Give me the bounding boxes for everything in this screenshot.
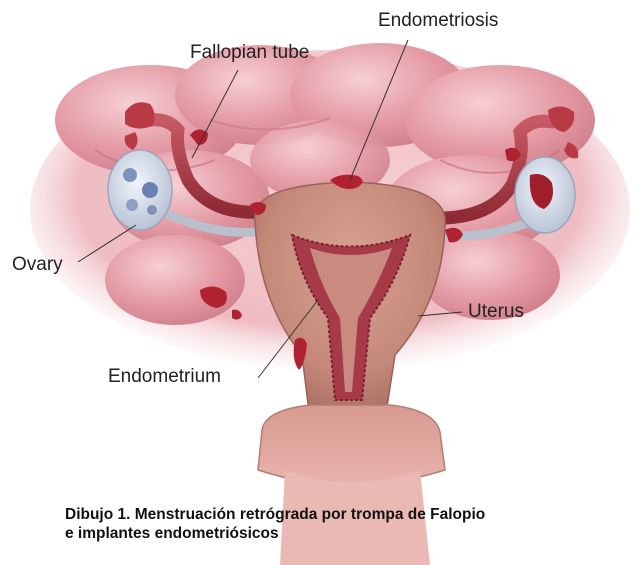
ovary-label: Ovary xyxy=(12,254,63,276)
endometrium-label: Endometrium xyxy=(108,366,221,388)
caption-line-2: e implantes endometriósicos xyxy=(65,524,637,543)
caption-line-1: Dibujo 1. Menstruación retrógrada por tr… xyxy=(65,505,637,524)
uterus-label: Uterus xyxy=(468,301,524,323)
left-ovary xyxy=(108,150,172,230)
figure-caption: Dibujo 1. Menstruación retrógrada por tr… xyxy=(65,505,637,543)
fallopian-tube-label: Fallopian tube xyxy=(190,42,309,64)
endometriosis-label: Endometriosis xyxy=(378,10,498,32)
right-ovary xyxy=(515,157,575,233)
